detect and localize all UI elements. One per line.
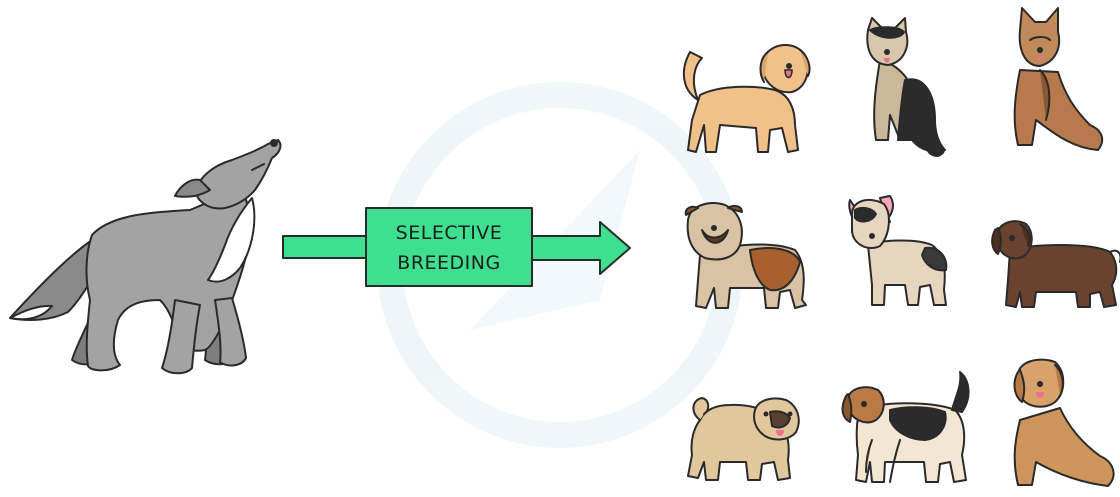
bulldog-icon: [684, 202, 807, 309]
golden-retriever-icon: [682, 44, 811, 153]
dachshund-icon: [991, 220, 1120, 308]
arrow-label-line1: SELECTIVE: [396, 222, 503, 244]
german-shepherd-icon: [1013, 7, 1104, 151]
howling-wolf-icon: [9, 139, 282, 375]
pug-icon: [687, 397, 800, 481]
arrow-label-box: [365, 207, 533, 287]
french-bulldog-icon: [848, 195, 948, 306]
selective-breeding-arrow: SELECTIVE BREEDING: [282, 207, 631, 287]
beagle-icon: [841, 371, 970, 483]
arrow-shaft-left: [282, 235, 368, 259]
labrador-icon: [1013, 358, 1115, 487]
husky-icon: [866, 17, 946, 157]
arrow-label-line2: BREEDING: [397, 252, 500, 274]
arrow-head: [531, 221, 631, 275]
